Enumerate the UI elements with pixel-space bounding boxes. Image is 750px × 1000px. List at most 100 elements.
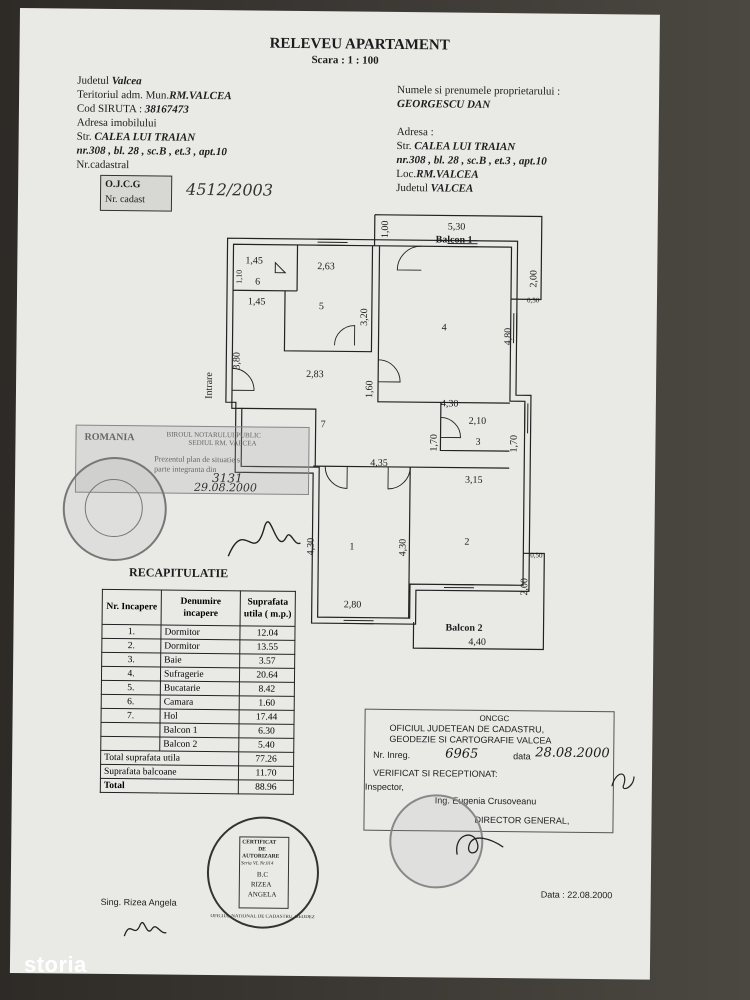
recap-title: RECAPITULATIE bbox=[129, 565, 229, 581]
recap-cell-area: 1.60 bbox=[239, 695, 295, 711]
room-number-6: 6 bbox=[255, 276, 261, 288]
verificat-label: VERIFICAT SI RECEPTIONAT: bbox=[372, 767, 498, 780]
dim-2-80: 2,80 bbox=[343, 599, 362, 611]
floor-plan bbox=[225, 214, 545, 651]
dim-1-10: 1,10 bbox=[234, 269, 244, 284]
dim-2-83: 2,83 bbox=[306, 369, 324, 381]
dim-2-63: 2,63 bbox=[317, 261, 335, 273]
inspector-label: Inspector, bbox=[364, 781, 404, 793]
recap-cell-area: 12.04 bbox=[239, 625, 296, 641]
recap-total-label: Total bbox=[100, 778, 239, 794]
recap-cell-name: Hol bbox=[160, 709, 240, 724]
inreg-label: Nr. Inreg. bbox=[373, 749, 411, 761]
dim-2-10: 2,10 bbox=[468, 415, 487, 427]
dim-3-15: 3,15 bbox=[465, 474, 483, 486]
engineer-signature-label: Sing. Rizea Angela bbox=[100, 896, 177, 908]
recap-cell-area: 6.30 bbox=[238, 723, 295, 739]
oncgc-line3: GEODEZIE SI CARTOGRAFIE VALCEA bbox=[389, 733, 552, 746]
recap-cell-nr: 2. bbox=[101, 638, 161, 654]
notary-stamp-line5: parte integranta din bbox=[154, 464, 217, 475]
cert-line2: DE bbox=[258, 846, 266, 853]
room-number-3: 3 bbox=[475, 436, 481, 448]
dim-0-50a: 0,50 bbox=[526, 296, 540, 305]
dim-3-80: 3,80 bbox=[231, 351, 243, 370]
recap-total-label: Suprafata balcoane bbox=[100, 764, 239, 780]
header-denumire: Denumire incapere bbox=[161, 590, 241, 626]
recap-cell-area: 3.57 bbox=[239, 653, 295, 669]
inreg-date: 28.08.2000 bbox=[535, 745, 610, 762]
recap-total-value: 88.96 bbox=[238, 779, 294, 795]
recap-cell-name: Dormitor bbox=[160, 625, 241, 640]
recap-cell-name: Baie bbox=[160, 653, 240, 668]
dim-2-00a: 2,00 bbox=[528, 270, 540, 288]
recap-cell-area: 20.64 bbox=[239, 667, 295, 683]
room-number-5: 5 bbox=[318, 301, 324, 313]
notary-stamp-line3: SEDIUL RM. VALCEA bbox=[188, 438, 257, 448]
notary-stamp-line1: ROMANIA bbox=[84, 431, 135, 444]
room-number-7: 7 bbox=[320, 419, 326, 431]
dim-3-20: 3,20 bbox=[358, 308, 371, 326]
dim-4-30b: 4,30 bbox=[305, 537, 317, 556]
recap-cell-name: Dormitor bbox=[160, 639, 240, 654]
recap-table: Nr. Incapere Denumire incapere Suprafata… bbox=[100, 589, 296, 795]
balcon2-label: Balcon 2 bbox=[445, 622, 483, 634]
room-number-2: 2 bbox=[464, 536, 470, 548]
dim-5-30: 5,30 bbox=[447, 221, 466, 233]
dim-0-50b: 0,50 bbox=[530, 551, 543, 560]
oncgc-line2: OFICIUL JUDETEAN DE CADASTRU, bbox=[389, 722, 545, 735]
dim-4-80: 4,80 bbox=[502, 327, 514, 346]
dim-1-60: 1,60 bbox=[364, 380, 376, 398]
dim-4-30a: 4,30 bbox=[440, 398, 459, 410]
recap-cell-nr bbox=[100, 736, 160, 752]
recap-header-row: Nr. Incapere Denumire incapere Suprafata… bbox=[102, 589, 296, 627]
cert-line3: AUTORIZARE bbox=[242, 853, 280, 860]
recap-cell-nr: 4. bbox=[101, 666, 161, 682]
notary-stamp-line4: Prezentul plan de situatie si bbox=[154, 454, 243, 465]
recap-cell-nr: 7. bbox=[101, 708, 161, 724]
recap-cell-nr: 5. bbox=[101, 680, 161, 696]
notary-signature bbox=[227, 521, 301, 557]
seal-inner-ring bbox=[84, 478, 144, 538]
dim-4-30c: 4,30 bbox=[397, 538, 409, 557]
notary-date: 29.08.2000 bbox=[193, 480, 258, 495]
recap-cell-area: 13.55 bbox=[239, 639, 295, 655]
dim-1-70b: 1,70 bbox=[508, 434, 520, 453]
room-number-4: 4 bbox=[441, 322, 447, 334]
recap-cell-area: 8.42 bbox=[239, 681, 295, 697]
inspector-signature bbox=[611, 773, 635, 790]
recap-cell-nr: 6. bbox=[101, 694, 161, 710]
recap-cell-nr: 3. bbox=[101, 652, 161, 668]
recap-cell-name: Balcon 1 bbox=[159, 723, 240, 738]
room-number-1: 1 bbox=[349, 541, 355, 553]
recap-cell-name: Sufragerie bbox=[160, 667, 240, 682]
dim-4-40: 4,40 bbox=[468, 636, 486, 648]
recap-cell-nr bbox=[100, 722, 161, 738]
document-date: Data : 22.08.2000 bbox=[540, 889, 613, 901]
intrare-label: Intrare bbox=[203, 372, 216, 399]
cert-line4: Seria VL Nr.014 bbox=[241, 861, 274, 867]
recap-total-value: 11.70 bbox=[238, 765, 294, 781]
header-suprafata: Suprafata utila ( m.p.) bbox=[240, 590, 296, 627]
recap-cell-name: Bucatarie bbox=[160, 681, 240, 696]
recap-total-label: Total suprafata utila bbox=[100, 750, 239, 766]
recap-cell-area: 5.40 bbox=[238, 737, 294, 753]
recap-cell-name: Balcon 2 bbox=[159, 737, 239, 752]
director-signature bbox=[456, 834, 504, 855]
dim-1-45a: 1,45 bbox=[245, 255, 263, 267]
cert-line5: B.C bbox=[256, 870, 269, 879]
oncgc-line1: ONCGC bbox=[479, 713, 510, 724]
dim-1-70a: 1,70 bbox=[428, 434, 440, 452]
handwritten-signature bbox=[123, 921, 167, 937]
certificate-inner-box: CERTIFICAT DE AUTORIZARE Seria VL Nr.014… bbox=[238, 836, 290, 909]
recap-cell-nr: 1. bbox=[101, 624, 162, 640]
storia-watermark: storia bbox=[24, 952, 87, 977]
dim-1-00: 1,00 bbox=[379, 220, 392, 239]
inreg-number: 6965 bbox=[445, 746, 479, 762]
balcon1-label: Balcon 1 bbox=[435, 234, 473, 246]
cert-line7: ANGELA bbox=[247, 890, 277, 899]
recap-cell-area: 17.44 bbox=[239, 709, 295, 725]
recap-cell-name: Camara bbox=[160, 695, 240, 710]
cert-line6: RIZEA bbox=[250, 880, 272, 889]
dim-1-45b: 1,45 bbox=[247, 296, 266, 308]
